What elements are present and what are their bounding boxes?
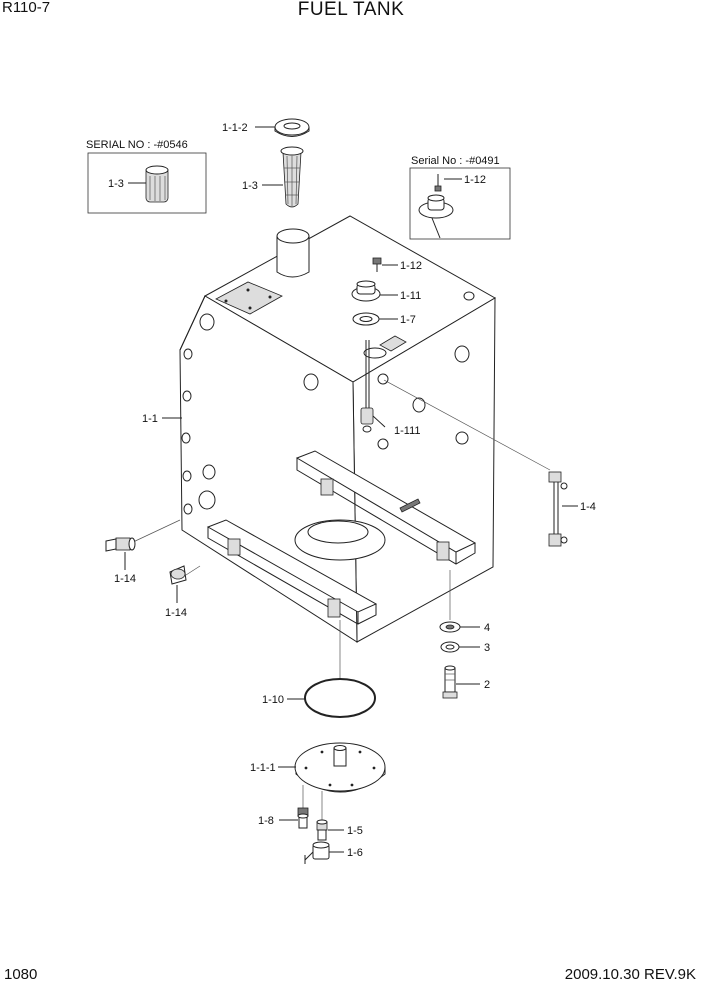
label-1-111: 1-111	[394, 425, 421, 437]
strainer-inset-icon	[145, 165, 169, 203]
filler-cap-1-1-2	[274, 118, 310, 137]
fuel-tank-body-1-1	[179, 215, 496, 643]
label-1-7: 1-7	[400, 314, 416, 326]
label-1-5: 1-5	[347, 825, 363, 837]
filler-strainer-1-3	[280, 146, 304, 208]
label-3: 3	[484, 642, 490, 654]
inset-box-left	[87, 152, 207, 214]
label-1-14-a: 1-14	[114, 573, 136, 585]
date-revision: 2009.10.30 REV.9K	[564, 966, 696, 983]
fitting-1-14-a	[105, 537, 136, 552]
label-1-12: 1-12	[400, 260, 422, 272]
nipple-1-5	[316, 819, 328, 841]
plug-1-8	[297, 807, 309, 829]
label-1-3-top: 1-3	[242, 180, 258, 192]
gasket-1-7	[352, 312, 380, 326]
screw-1-12	[372, 257, 382, 272]
page-title: FUEL TANK	[297, 0, 405, 20]
inset-box-right	[409, 167, 511, 240]
fuel-sender-1-11	[351, 280, 381, 302]
label-1-1-1: 1-1-1	[250, 762, 276, 774]
label-1-3-inset: 1-3	[108, 178, 124, 190]
inset-serial-left: SERIAL NO : -#0546	[86, 139, 188, 151]
label-1-1: 1-1	[142, 413, 158, 425]
washer-4	[439, 621, 461, 633]
label-1-10: 1-10	[262, 694, 284, 706]
label-1-8: 1-8	[258, 815, 274, 827]
cock-1-6	[304, 841, 330, 864]
label-1-4: 1-4	[580, 501, 596, 513]
label-1-12-inset: 1-12	[464, 174, 486, 186]
label-2: 2	[484, 679, 490, 691]
label-1-6: 1-6	[347, 847, 363, 859]
inset-serial-right: Serial No : -#0491	[411, 155, 500, 167]
page-number: 1080	[4, 966, 38, 983]
plug-1-14-b	[169, 565, 187, 585]
label-1-14-b: 1-14	[165, 607, 187, 619]
cover-plate-1-1-1	[294, 742, 386, 793]
float-rod-1-111	[360, 340, 374, 433]
washer-3	[440, 641, 460, 653]
level-gauge-1-4	[548, 471, 568, 547]
label-1-1-2: 1-1-2	[222, 122, 248, 134]
bolt-2	[442, 665, 458, 699]
label-4: 4	[484, 622, 490, 634]
o-ring-1-10	[304, 678, 376, 718]
sender-inset-icon	[418, 174, 454, 239]
model-code: R110-7	[2, 0, 51, 16]
label-1-11: 1-11	[400, 290, 421, 302]
